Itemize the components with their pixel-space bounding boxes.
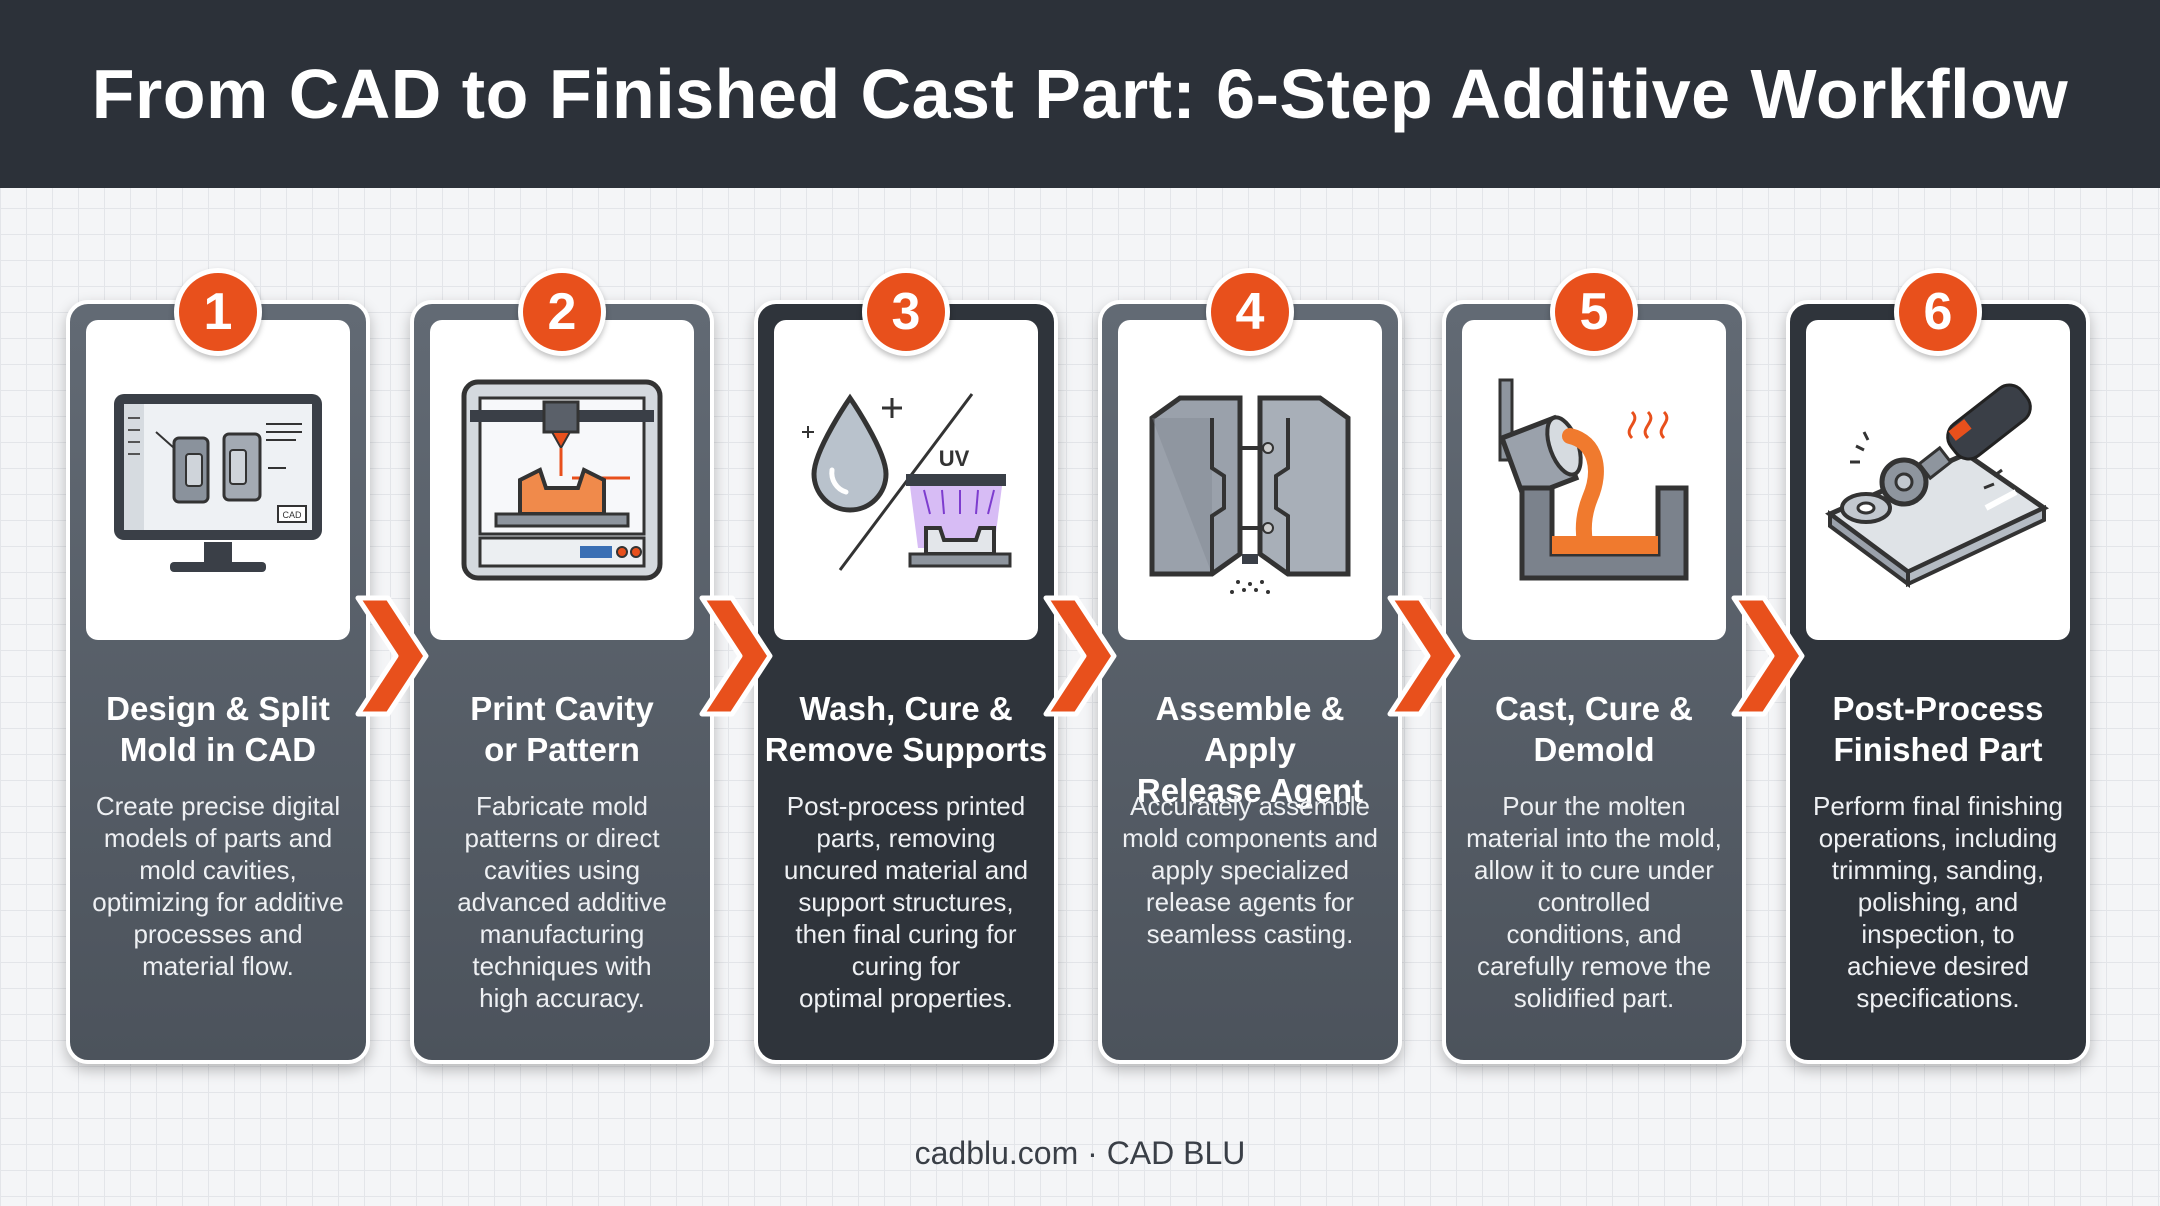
chevron-right-icon [1387, 595, 1461, 717]
step-4-number-badge: 4 [1206, 268, 1294, 356]
step-1-illustration: CAD [86, 320, 350, 640]
step-3-card: UV Wash, Cure & Remove Supports Post-pro… [754, 300, 1058, 1064]
step-2-title: Print Cavity or Pattern [470, 690, 654, 768]
step-4-title: Assemble & Apply Release Agent [1136, 690, 1364, 809]
step-5-card: Cast, Cure & Demold Pour the molten mate… [1442, 300, 1746, 1064]
step-6-card: Post-Process Finished Part Perform final… [1786, 300, 2090, 1064]
step-1-title: Design & Split Mold in CAD [106, 690, 330, 768]
page-title: From CAD to Finished Cast Part: 6-Step A… [91, 55, 2069, 133]
step-2-description: Fabricate mold patterns or direct caviti… [457, 791, 667, 1013]
step-2-number-badge: 2 [518, 268, 606, 356]
chevron-right-icon [1731, 595, 1805, 717]
chevron-right-icon [355, 595, 429, 717]
step-4-description: Accurately assemble mold components and … [1122, 791, 1378, 949]
step-5-description: Pour the molten material into the mold, … [1466, 791, 1722, 1013]
chevron-right-icon [1043, 595, 1117, 717]
casting-pour-icon [1498, 378, 1689, 581]
mold-assembly-icon [1149, 395, 1351, 594]
step-6-title: Post-Process Finished Part [1832, 690, 2044, 768]
step-3-illustration: UV [774, 320, 1038, 640]
grinder-finishing-icon [1825, 383, 2049, 588]
header-bar: From CAD to Finished Cast Part: 6-Step A… [0, 0, 2160, 188]
step-6-description: Perform final finishing operations, incl… [1813, 791, 2063, 1013]
step-3-description: Post-process printed parts, removing unc… [783, 791, 1029, 1013]
uv-label: UV [939, 446, 970, 471]
step-3-number-badge: 3 [862, 268, 950, 356]
3d-printer-icon [461, 379, 663, 581]
step-5-illustration [1462, 320, 1726, 640]
step-1-description: Create precise digital models of parts a… [92, 791, 344, 981]
step-6-illustration [1806, 320, 2070, 640]
cad-label: CAD [282, 510, 302, 520]
wash-uv-cure-icon: UV [802, 393, 1012, 571]
step-4-illustration [1118, 320, 1382, 640]
chevron-right-icon [699, 595, 773, 717]
footer-attribution: cadblu.com · CAD BLU [914, 1135, 1246, 1171]
step-3-title: Wash, Cure & Remove Supports [764, 690, 1048, 768]
step-2-card: Print Cavity or Pattern Fabricate mold p… [410, 300, 714, 1064]
cad-monitor-icon: CAD [114, 394, 322, 572]
step-6-number-badge: 6 [1894, 268, 1982, 356]
step-5-title: Cast, Cure & Demold [1494, 690, 1694, 768]
step-2-illustration [430, 320, 694, 640]
step-5-number-badge: 5 [1550, 268, 1638, 356]
step-4-card: Assemble & Apply Release Agent Accuratel… [1098, 300, 1402, 1064]
step-1-number-badge: 1 [174, 268, 262, 356]
step-1-card: CAD Design & Split Mold in CAD Create pr… [66, 300, 370, 1064]
